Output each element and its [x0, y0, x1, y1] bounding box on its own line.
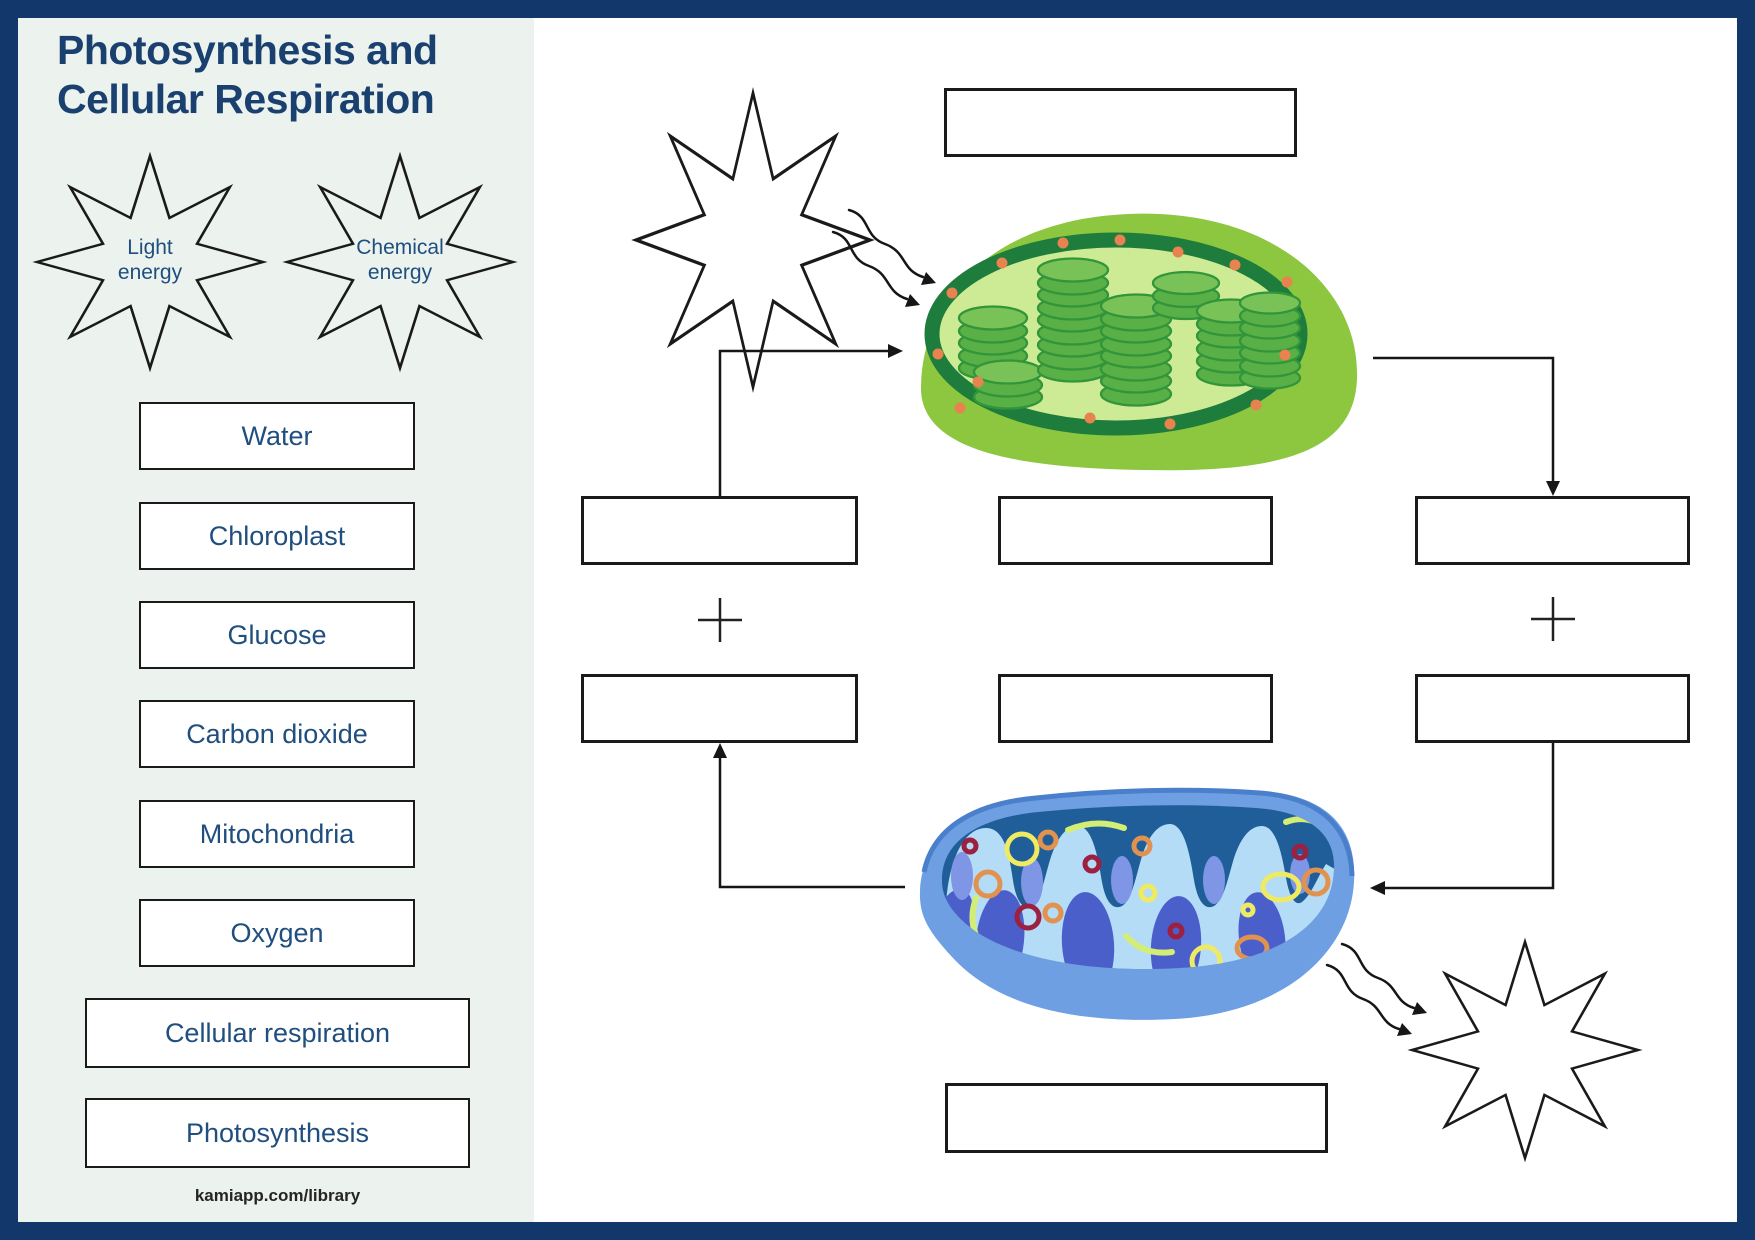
- word-bank-item-carbon-dioxide[interactable]: Carbon dioxide: [139, 700, 415, 768]
- answer-box-right-output-1[interactable]: [1415, 496, 1690, 565]
- arrowhead-right-icon: [888, 344, 903, 358]
- answer-box-top-product[interactable]: [944, 88, 1297, 157]
- connector-leftbox-to-chloroplast: [718, 349, 890, 496]
- word-bank-item-water[interactable]: Water: [139, 402, 415, 470]
- answer-box-center-input-1[interactable]: [998, 496, 1273, 565]
- plus-sign-right: [1531, 597, 1575, 641]
- word-bank-item-photosynthesis[interactable]: Photosynthesis: [85, 1098, 470, 1168]
- answer-box-left-input-2[interactable]: [581, 674, 858, 743]
- energy-star-top-blank[interactable]: [634, 91, 872, 389]
- chloroplast-illustration: [921, 213, 1358, 471]
- page-title: Photosynthesis and Cellular Respiration: [57, 27, 438, 123]
- plus-sign-left: [698, 598, 742, 642]
- word-bank-item-cellular-respiration[interactable]: Cellular respiration: [85, 998, 470, 1068]
- light-energy-label: Light energy: [117, 236, 183, 285]
- squiggle-arrowhead-icon: [921, 272, 936, 285]
- energy-star-bottom-blank[interactable]: [1410, 940, 1640, 1160]
- squiggle-arrowhead-icon: [905, 294, 920, 307]
- answer-box-left-input-1[interactable]: [581, 496, 858, 565]
- mitochondria-top-lobes: [951, 852, 1310, 906]
- word-bank-item-chloroplast[interactable]: Chloroplast: [139, 502, 415, 570]
- grana-stacks: [957, 257, 1302, 410]
- energy-squiggle-arrows-bottom: [1325, 942, 1416, 1031]
- footer-url: kamiapp.com/library: [194, 1186, 361, 1205]
- squiggle-arrowhead-icon: [1412, 1002, 1427, 1015]
- word-bank-item-glucose[interactable]: Glucose: [139, 601, 415, 669]
- mitochondria-outer-rim: [921, 787, 1355, 877]
- squiggle-arrowhead-icon: [1397, 1023, 1412, 1036]
- connector-rightbox-to-mitochondria: [1383, 743, 1555, 890]
- answer-box-right-output-2[interactable]: [1415, 674, 1690, 743]
- connector-mitochondria-to-leftbox: [718, 756, 905, 889]
- arrowhead-up-icon: [713, 743, 727, 758]
- answer-box-bottom-product[interactable]: [945, 1083, 1328, 1153]
- mitochondria-illustration: [919, 787, 1355, 1020]
- connector-chloroplast-to-rightbox: [1373, 356, 1555, 483]
- answer-box-center-input-2[interactable]: [998, 674, 1273, 743]
- arrowhead-down-icon: [1546, 481, 1560, 496]
- energy-squiggle-arrows-top: [831, 208, 925, 301]
- stroma-dots: [932, 234, 1293, 430]
- word-bank-item-mitochondria[interactable]: Mitochondria: [139, 800, 415, 868]
- word-bank-item-oxygen[interactable]: Oxygen: [139, 899, 415, 967]
- chemical-energy-label: Chemical energy: [356, 236, 444, 285]
- arrowhead-left-icon: [1370, 881, 1385, 895]
